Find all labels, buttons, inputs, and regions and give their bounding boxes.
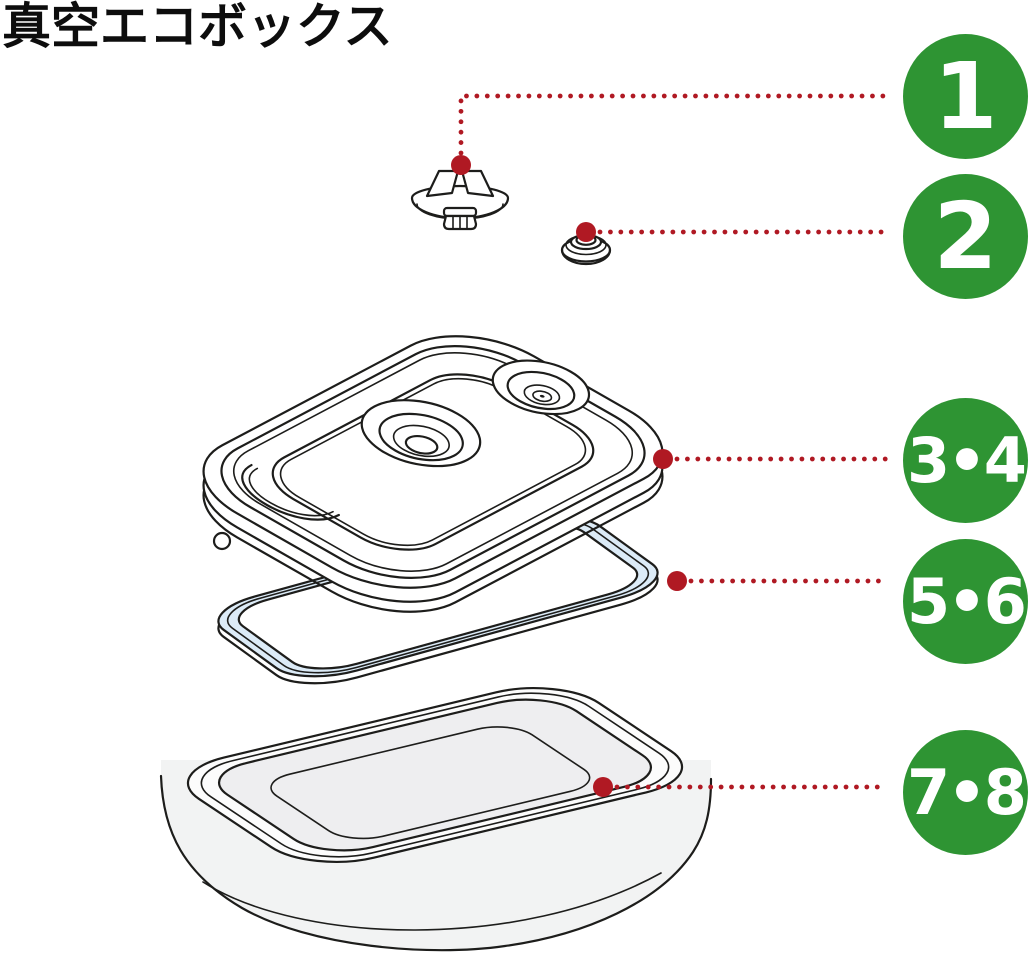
lid-edge-notch bbox=[212, 531, 232, 551]
page-title: 真空エコボックス bbox=[2, 0, 393, 55]
legend-badge-5-6-label: 5•6 bbox=[907, 564, 1027, 638]
anchor-dot-2 bbox=[576, 222, 596, 242]
legend-badge-5-6: 5•6 bbox=[903, 539, 1028, 664]
legend-badge-7-8-label: 7•8 bbox=[907, 755, 1027, 829]
anchor-dot-5-6 bbox=[667, 571, 687, 591]
anchor-dot-1 bbox=[451, 155, 471, 175]
legend-badge-3-4: 3•4 bbox=[903, 398, 1028, 523]
legend-badge-1: 1 bbox=[903, 34, 1028, 159]
leader-lines bbox=[451, 93, 891, 797]
legend-badge-7-8: 7•8 bbox=[903, 730, 1028, 855]
lid-drawing bbox=[168, 314, 703, 631]
lid-handle-recess bbox=[223, 465, 339, 530]
legend-badge-2: 2 bbox=[903, 174, 1028, 299]
container-body-drawing bbox=[159, 677, 713, 952]
legend-badge-2-label: 2 bbox=[933, 182, 998, 290]
anchor-dot-7-8 bbox=[593, 777, 613, 797]
legend-badge-3-4-label: 3•4 bbox=[907, 423, 1027, 497]
legend-badge-1-label: 1 bbox=[933, 42, 998, 150]
leader-line-1 bbox=[458, 93, 889, 156]
lid-button-boss bbox=[473, 350, 608, 425]
anchor-dot-3-4 bbox=[653, 449, 673, 469]
lid-center-valve-recess bbox=[338, 387, 504, 479]
valve-button-drawing bbox=[410, 169, 510, 231]
